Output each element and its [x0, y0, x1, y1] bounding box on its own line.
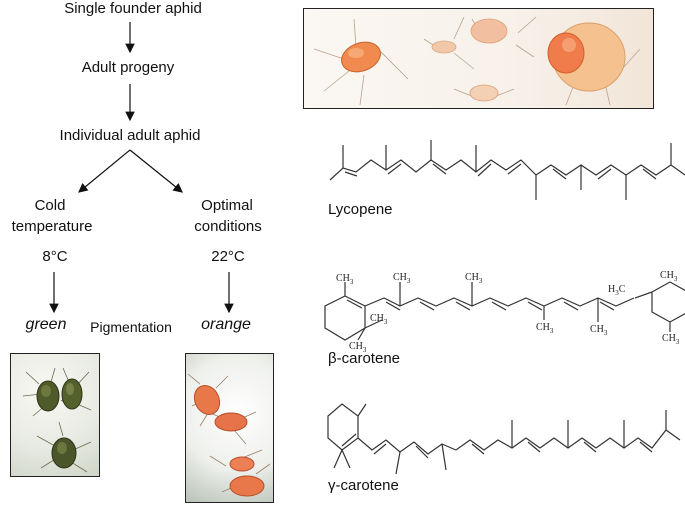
ch3-label: CH3 — [662, 333, 680, 346]
beta-carotene-label: β-carotene — [328, 350, 400, 367]
h3c-label: H3C — [608, 284, 626, 297]
lycopene-label: Lycopene — [328, 201, 393, 218]
lycopene-structure — [330, 160, 685, 180]
ch3-label: CH3 — [465, 272, 483, 285]
ch3-label: CH3 — [393, 272, 411, 285]
ch3-label: CH3 — [536, 322, 554, 335]
gamma-carotene-structure — [328, 404, 680, 474]
ch3-label: CH3 — [660, 270, 678, 283]
beta-carotene-structure — [325, 282, 685, 340]
gamma-carotene-label: γ-carotene — [328, 477, 399, 494]
ch3-label: CH3 — [590, 324, 608, 337]
